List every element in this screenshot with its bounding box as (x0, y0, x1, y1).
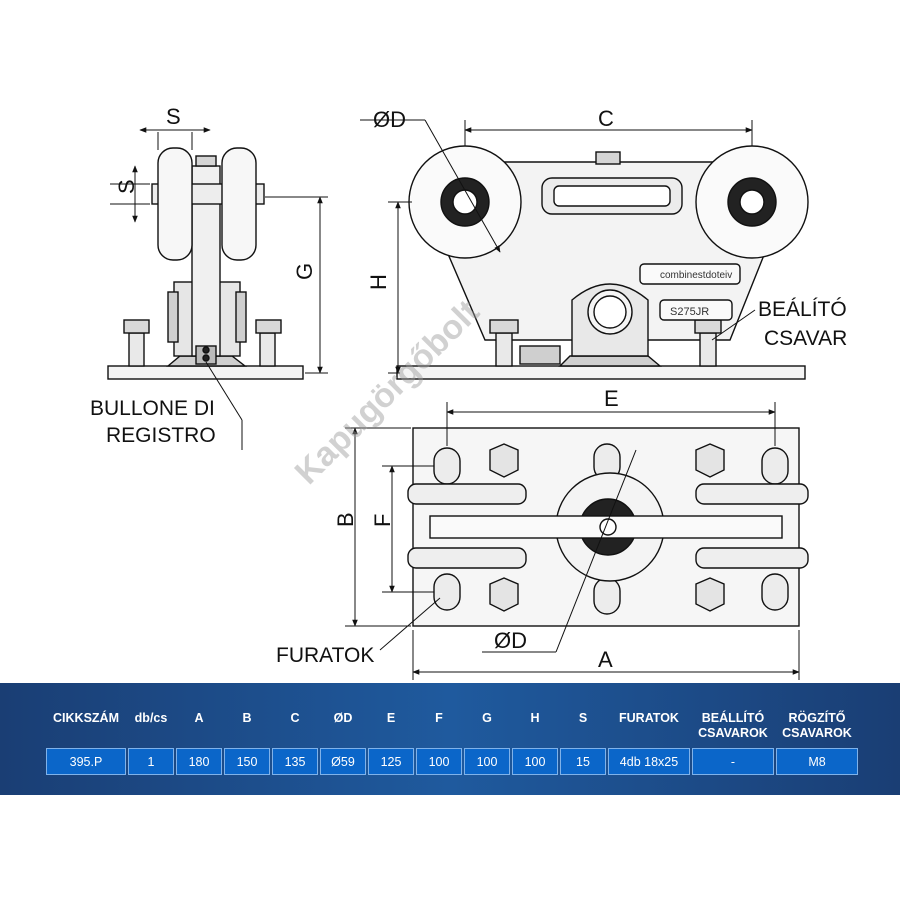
table-cell-g: 100 (464, 748, 510, 775)
dim-label-e: E (604, 386, 619, 411)
side-view (107, 147, 304, 380)
table-cell-h: 100 (512, 748, 558, 775)
table-header-b: B (242, 711, 252, 725)
dim-label-s-top: S (166, 104, 181, 129)
callout-bullone-line2: REGISTRO (106, 424, 216, 447)
table-cell-cikkszam: 395.P (46, 748, 126, 775)
table-header-db-cs: db/cs (134, 711, 168, 725)
table-header-e: E (386, 711, 396, 725)
table-cell-furatok: 4db 18x25 (608, 748, 690, 775)
table-header-furatok: FURATOK (619, 711, 679, 725)
callout-furatok: FURATOK (276, 644, 374, 667)
table-cell-rogzito-csavarok: M8 (776, 748, 858, 775)
table-header-s: S (578, 711, 588, 725)
plate-model: S275JR (670, 306, 709, 318)
table-cell-e: 125 (368, 748, 414, 775)
dim-label-f: F (370, 514, 395, 527)
table-cell-od: Ø59 (320, 748, 366, 775)
table-cell-s: 15 (560, 748, 606, 775)
dim-label-g: G (292, 263, 317, 280)
table-header-a: A (194, 711, 204, 725)
dim-label-h: H (366, 274, 391, 290)
dim-label-a: A (598, 647, 613, 672)
table-cell-f: 100 (416, 748, 462, 775)
table-header-f: F (435, 711, 443, 725)
table-header-cikkszam: CIKKSZÁM (53, 711, 119, 725)
callout-bealito-line2: CSAVAR (764, 327, 847, 350)
top-view (407, 427, 809, 627)
dim-label-c: C (598, 106, 614, 131)
front-view-dimensions (360, 119, 756, 374)
table-cell-c: 135 (272, 748, 318, 775)
table-header-g: G (482, 711, 492, 725)
table-header-rogzito-csavarok: RÖGZÍTŐ CSAVAROK (782, 711, 852, 740)
callout-bullone-line1: BULLONE DI (90, 397, 215, 420)
table-cell-bealito-csavarok: - (692, 748, 774, 775)
table-header-c: C (290, 711, 300, 725)
table-cell-db-cs: 1 (128, 748, 174, 775)
callout-bealito-line1: BEÁLÍTÓ (758, 298, 847, 321)
dim-label-b: B (333, 512, 358, 527)
dim-label-d-bottom: ØD (494, 628, 527, 653)
spec-table-band (0, 683, 900, 795)
plate-brand: combinestdoteiv (660, 270, 732, 281)
table-header-bealito-csavarok: BEÁLLÍTÓ CSAVAROK (698, 711, 768, 740)
dim-label-s-side: S (114, 179, 139, 194)
dim-label-d-top: ØD (373, 107, 406, 132)
table-cell-a: 180 (176, 748, 222, 775)
table-cell-b: 150 (224, 748, 270, 775)
table-header-h: H (530, 711, 540, 725)
front-view (396, 145, 809, 380)
technical-drawing: S S G BULLONE DI REGISTRO comb (90, 104, 847, 680)
side-view-dimensions (110, 127, 328, 450)
top-view-dimensions (345, 402, 800, 680)
table-header-od: ØD (333, 711, 353, 725)
